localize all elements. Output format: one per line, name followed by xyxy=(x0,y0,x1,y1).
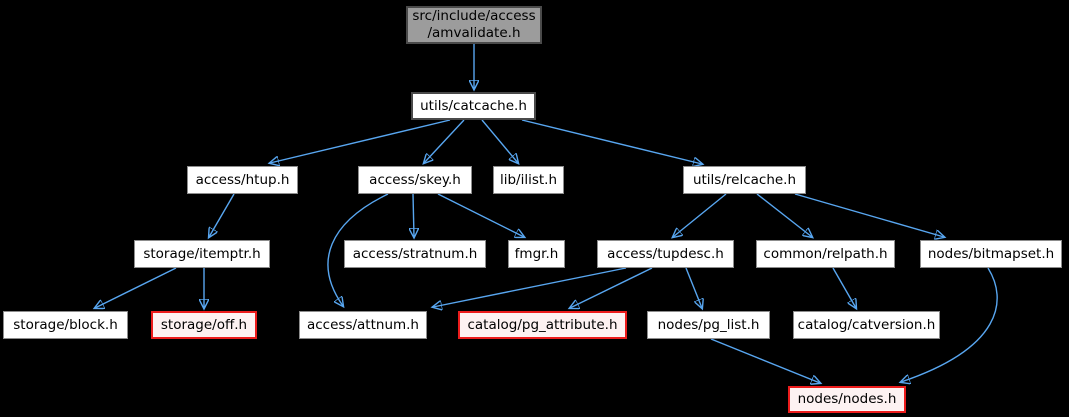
node-common-relpath[interactable]: common/relpath.h xyxy=(756,240,895,268)
edge-tupdesc-pg-attribute xyxy=(570,267,653,308)
node-nodes-nodes[interactable]: nodes/nodes.h xyxy=(788,386,906,413)
node-fmgr[interactable]: fmgr.h xyxy=(508,240,565,268)
edge-catcache-relcache xyxy=(521,119,702,164)
node-storage-itemptr[interactable]: storage/itemptr.h xyxy=(134,240,270,268)
node-storage-off[interactable]: storage/off.h xyxy=(151,311,257,339)
node-src-include-access-amvalidate: src/include/access /amvalidate.h xyxy=(406,6,542,44)
node-access-attnum[interactable]: access/attnum.h xyxy=(299,311,427,339)
node-access-stratnum[interactable]: access/stratnum.h xyxy=(344,240,486,268)
edge-catcache-ilist xyxy=(481,119,518,163)
node-access-skey[interactable]: access/skey.h xyxy=(358,166,472,194)
edge-skey-stratnum xyxy=(413,193,414,237)
edge-relcache-relpath xyxy=(756,193,812,237)
edge-skey-attnum xyxy=(327,193,389,306)
edge-bitmapset-nodes xyxy=(901,267,998,382)
edge-relcache-tupdesc xyxy=(673,193,727,237)
node-access-htup[interactable]: access/htup.h xyxy=(187,166,298,194)
edge-skey-fmgr xyxy=(437,193,524,237)
node-nodes-bitmapset[interactable]: nodes/bitmapset.h xyxy=(920,240,1062,268)
edge-itemptr-block xyxy=(95,267,177,308)
node-catalog-catversion[interactable]: catalog/catversion.h xyxy=(793,311,940,339)
edge-relcache-bitmapset xyxy=(794,193,944,237)
edge-tupdesc-attnum xyxy=(433,267,627,307)
node-utils-catcache[interactable]: utils/catcache.h xyxy=(411,92,536,120)
node-storage-block[interactable]: storage/block.h xyxy=(3,311,128,339)
node-utils-relcache[interactable]: utils/relcache.h xyxy=(683,166,806,194)
edge-tupdesc-pg-list xyxy=(685,267,702,308)
node-access-tupdesc[interactable]: access/tupdesc.h xyxy=(597,240,734,268)
edge-catcache-htup xyxy=(270,119,451,163)
edge-pg-list-nodes xyxy=(710,338,820,383)
edge-relpath-catversion xyxy=(832,267,856,308)
edge-catcache-skey xyxy=(424,119,465,163)
node-nodes-pg-list[interactable]: nodes/pg_list.h xyxy=(647,311,770,339)
edge-htup-itemptr xyxy=(209,193,235,237)
node-lib-ilist[interactable]: lib/ilist.h xyxy=(493,166,564,194)
node-catalog-pg-attribute[interactable]: catalog/pg_attribute.h xyxy=(458,311,627,339)
